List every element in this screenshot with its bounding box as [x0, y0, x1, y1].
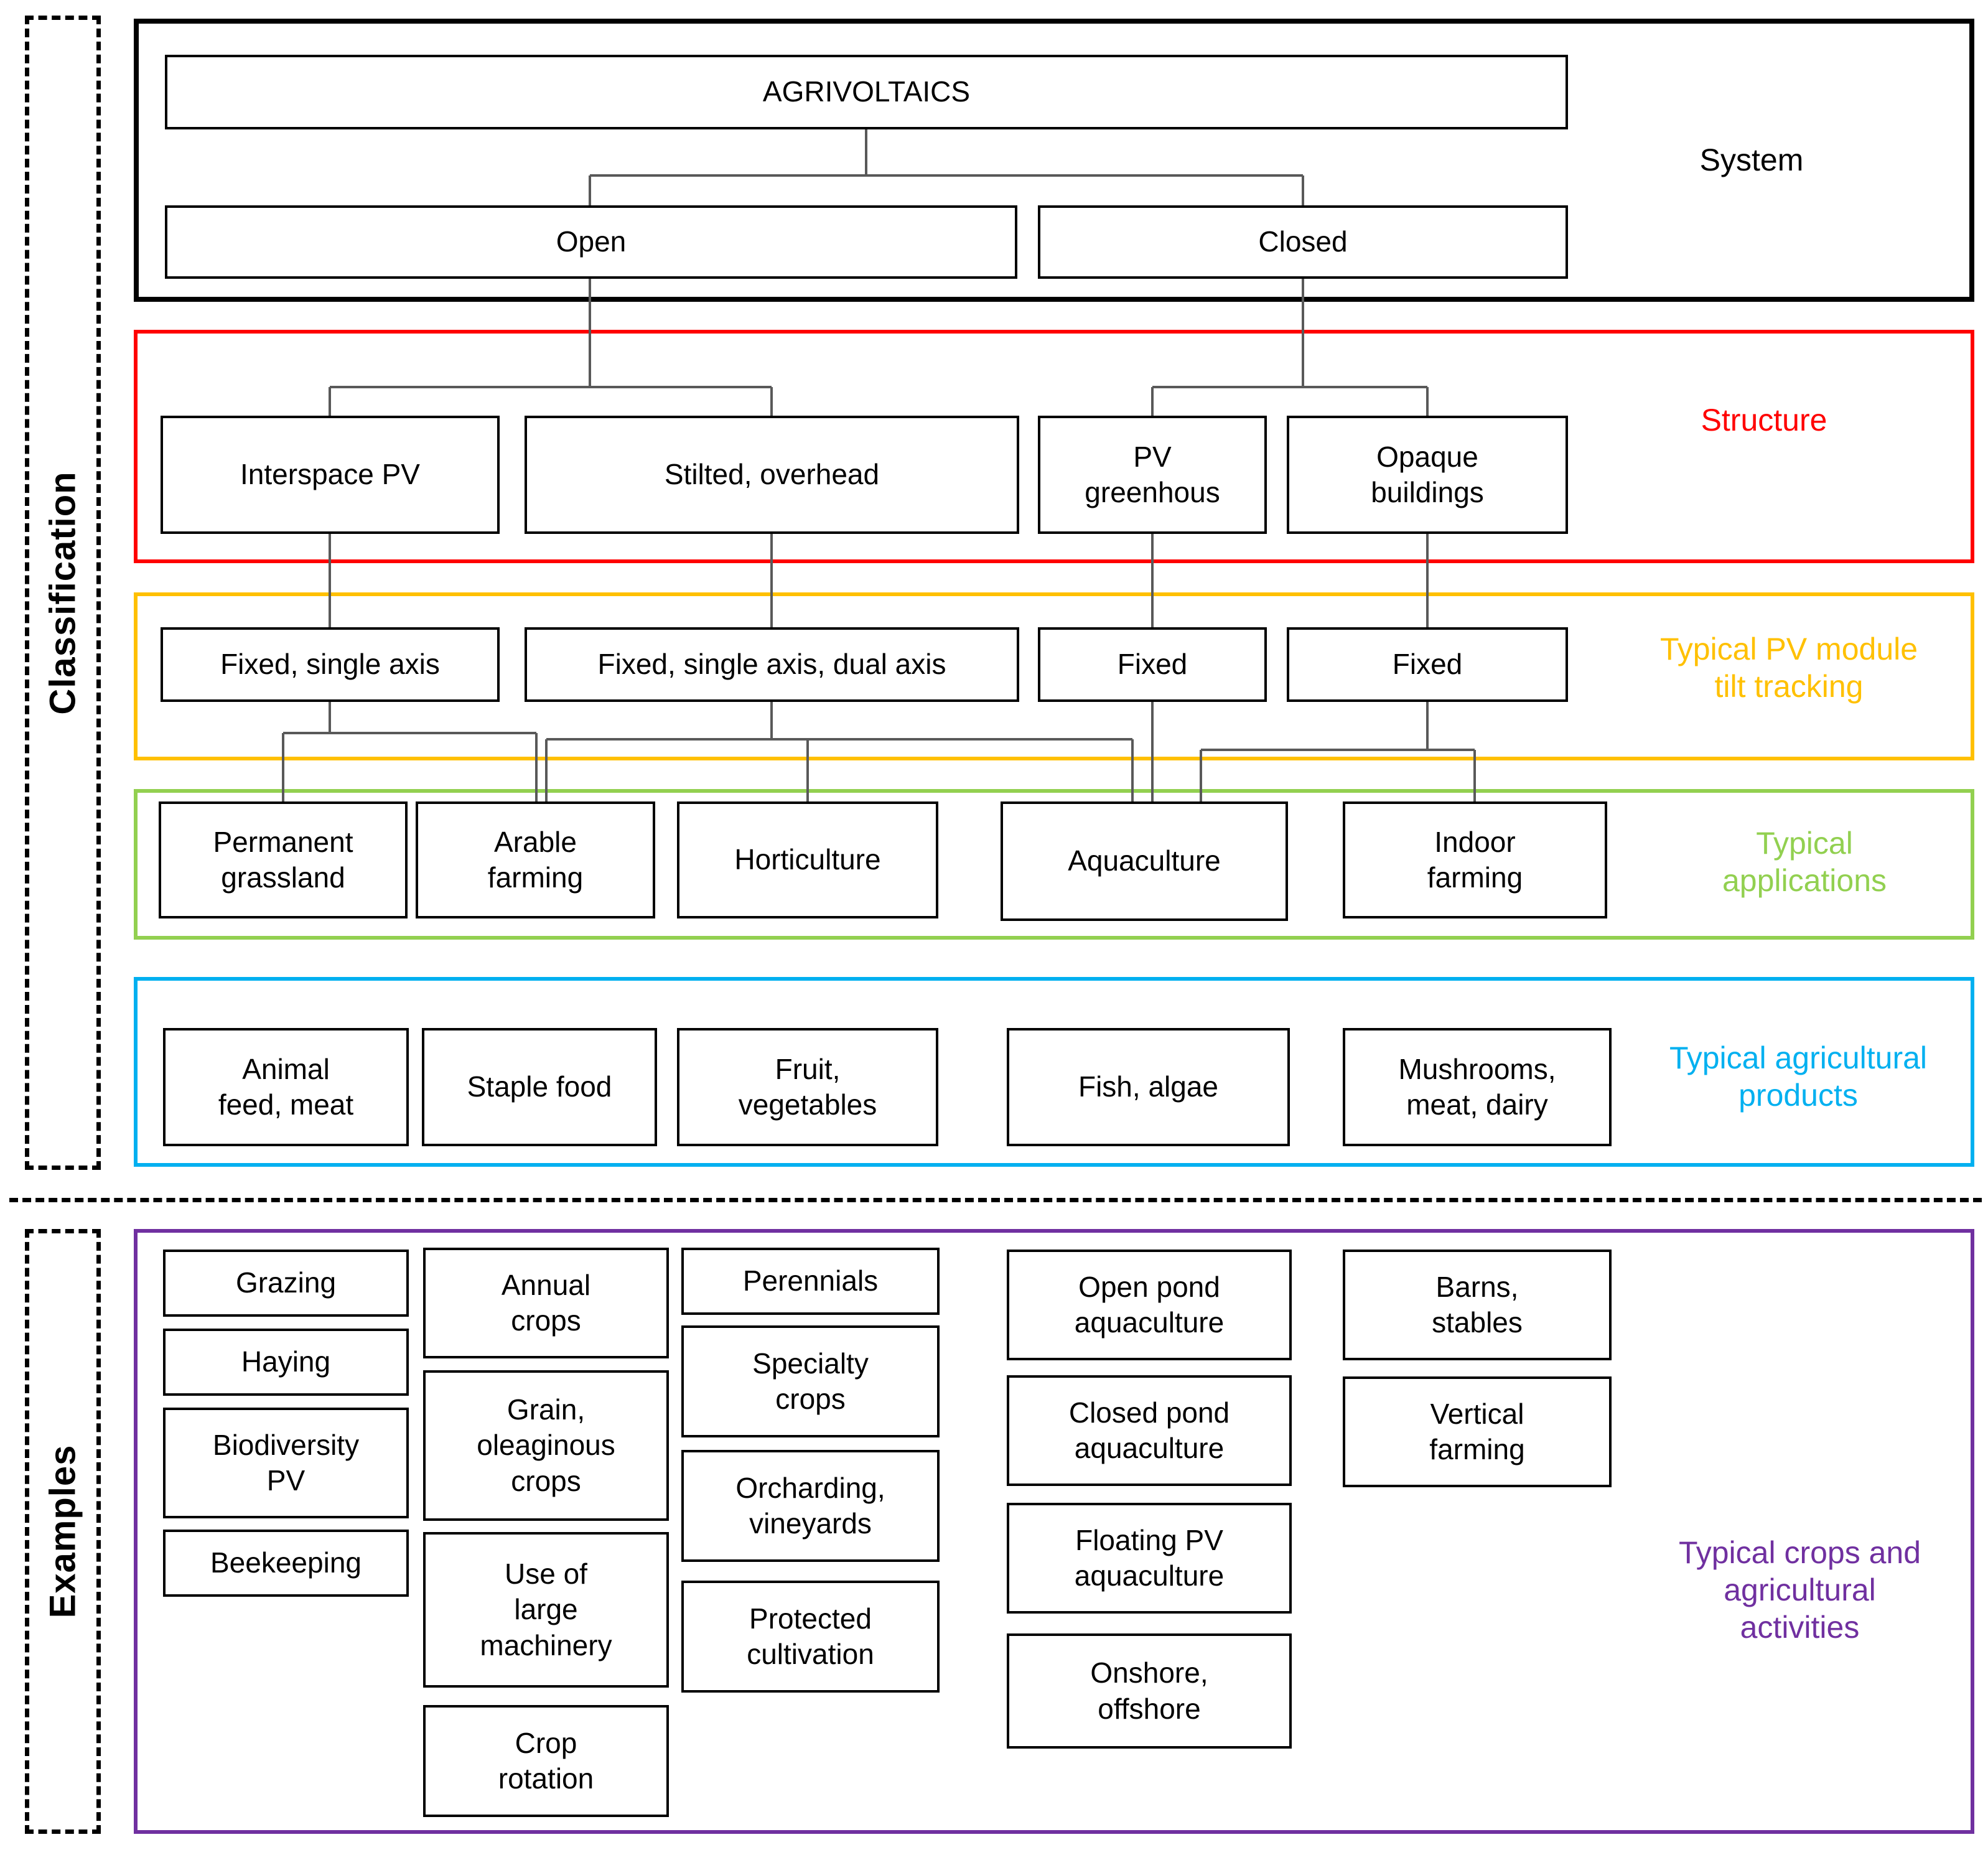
node-stilted-overhead: Stilted, overhead	[525, 416, 1019, 534]
node-grain-oleaginous-crops: Grain, oleaginous crops	[423, 1370, 669, 1521]
node-fixed-single-axis: Fixed, single axis	[161, 627, 500, 702]
tilt-band-label: Typical PV module tilt tracking	[1659, 632, 1918, 704]
node-floating-pv-aquaculture: Floating PV aquaculture	[1007, 1503, 1292, 1614]
system-band-label: System	[1699, 143, 1804, 177]
products-band-label: Typical agricultural products	[1669, 1040, 1928, 1113]
node-onshore-offshore: Onshore, offshore	[1007, 1633, 1292, 1749]
examples-band-label: Typical crops and agricultural activitie…	[1678, 1535, 1921, 1645]
node-grazing: Grazing	[163, 1250, 409, 1317]
node-fixed-single-dual-axis: Fixed, single axis, dual axis	[525, 627, 1019, 702]
node-aquaculture: Aquaculture	[1001, 801, 1288, 921]
examples-band	[134, 1229, 1974, 1834]
node-permanent-grassland: Permanent grassland	[159, 801, 408, 918]
classification-section-box: Classification	[25, 16, 101, 1170]
node-barns-stables: Barns, stables	[1343, 1250, 1612, 1360]
examples-label: Examples	[42, 1444, 83, 1619]
node-open: Open	[165, 205, 1017, 279]
examples-section-box: Examples	[25, 1229, 101, 1834]
applications-band-label: Typical applications	[1722, 826, 1887, 898]
node-mushrooms-meat-dairy: Mushrooms, meat, dairy	[1343, 1028, 1612, 1146]
classification-label: Classification	[42, 470, 83, 715]
node-animal-feed-meat: Animal feed, meat	[163, 1028, 409, 1146]
node-closed: Closed	[1038, 205, 1568, 279]
node-annual-crops: Annual crops	[423, 1248, 669, 1358]
structure-band-label: Structure	[1701, 403, 1827, 437]
node-agrivoltaics: AGRIVOLTAICS	[165, 55, 1568, 129]
tilt-band	[134, 592, 1974, 760]
node-biodiversity-pv: Biodiversity PV	[163, 1408, 409, 1518]
node-protected-cultivation: Protected cultivation	[681, 1581, 940, 1693]
node-use-of-large-machinery: Use of large machinery	[423, 1532, 669, 1688]
node-pv-greenhouse: PV greenhous	[1038, 416, 1267, 534]
node-opaque-buildings: Opaque buildings	[1287, 416, 1568, 534]
system-band	[134, 19, 1974, 302]
node-haying: Haying	[163, 1329, 409, 1396]
node-fixed-greenhouse: Fixed	[1038, 627, 1267, 702]
structure-band	[134, 330, 1974, 563]
node-closed-pond-aquaculture: Closed pond aquaculture	[1007, 1375, 1292, 1486]
node-fruit-vegetables: Fruit, vegetables	[677, 1028, 938, 1146]
node-specialty-crops: Specialty crops	[681, 1325, 940, 1437]
node-open-pond-aquaculture: Open pond aquaculture	[1007, 1250, 1292, 1360]
node-crop-rotation: Crop rotation	[423, 1705, 669, 1817]
node-vertical-farming: Vertical farming	[1343, 1376, 1612, 1487]
node-orcharding-vineyards: Orcharding, vineyards	[681, 1450, 940, 1562]
node-fish-algae: Fish, algae	[1007, 1028, 1290, 1146]
applications-band	[134, 789, 1974, 940]
node-fixed-buildings: Fixed	[1287, 627, 1568, 702]
node-indoor-farming: Indoor farming	[1343, 801, 1607, 918]
node-arable-farming: Arable farming	[416, 801, 655, 918]
node-staple-food: Staple food	[422, 1028, 657, 1146]
section-separator	[9, 1198, 1982, 1202]
node-horticulture: Horticulture	[677, 801, 938, 918]
node-perennials: Perennials	[681, 1248, 940, 1315]
products-band	[134, 977, 1974, 1167]
node-beekeeping: Beekeeping	[163, 1530, 409, 1597]
node-interspace-pv: Interspace PV	[161, 416, 500, 534]
